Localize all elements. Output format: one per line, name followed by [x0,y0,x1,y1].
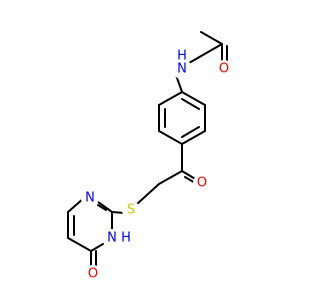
bond-nitrogen-ring [175,74,183,93]
pyrimidine-double-1 [97,204,107,211]
ring-nh-nitrogen-label: N [107,231,117,246]
bond-ketone-methylene [158,170,183,185]
molecule-structure: N H O O S N N H O [67,31,233,283]
benzene-bond-3 [181,130,206,145]
bond-methylene-sulfur [136,183,160,205]
benzene-bond-4 [158,130,183,145]
sulfur-label: S [127,203,135,218]
bond-methyl-carbonyl [200,31,223,45]
benzene-bond-6 [158,91,183,106]
amide-nitrogen-label: N [177,62,187,77]
molecule-canvas: N H O O S N N H O [67,31,233,283]
pyrimidine-bond-4 [67,237,92,252]
pyrimidine-bond-1 [97,201,113,213]
pyrimidine-bond-5 [90,243,104,252]
ketone-oxygen-label: O [197,176,207,191]
benzene-bond-1 [181,91,206,106]
bond-layer [67,31,228,269]
atom-label-layer: N H O O S N N H O [81,49,233,283]
ring-nh-hydrogen-label: H [121,231,131,246]
ring-nitrogen-label: N [85,191,95,206]
bond-carbonyl-nitrogen [188,43,223,64]
lactam-oxygen-label: O [88,267,98,282]
benzene-double-1 [181,98,200,110]
amide-hydrogen-label: H [177,49,187,64]
amide-oxygen-label: O [219,62,229,77]
benzene-double-2 [181,126,200,138]
